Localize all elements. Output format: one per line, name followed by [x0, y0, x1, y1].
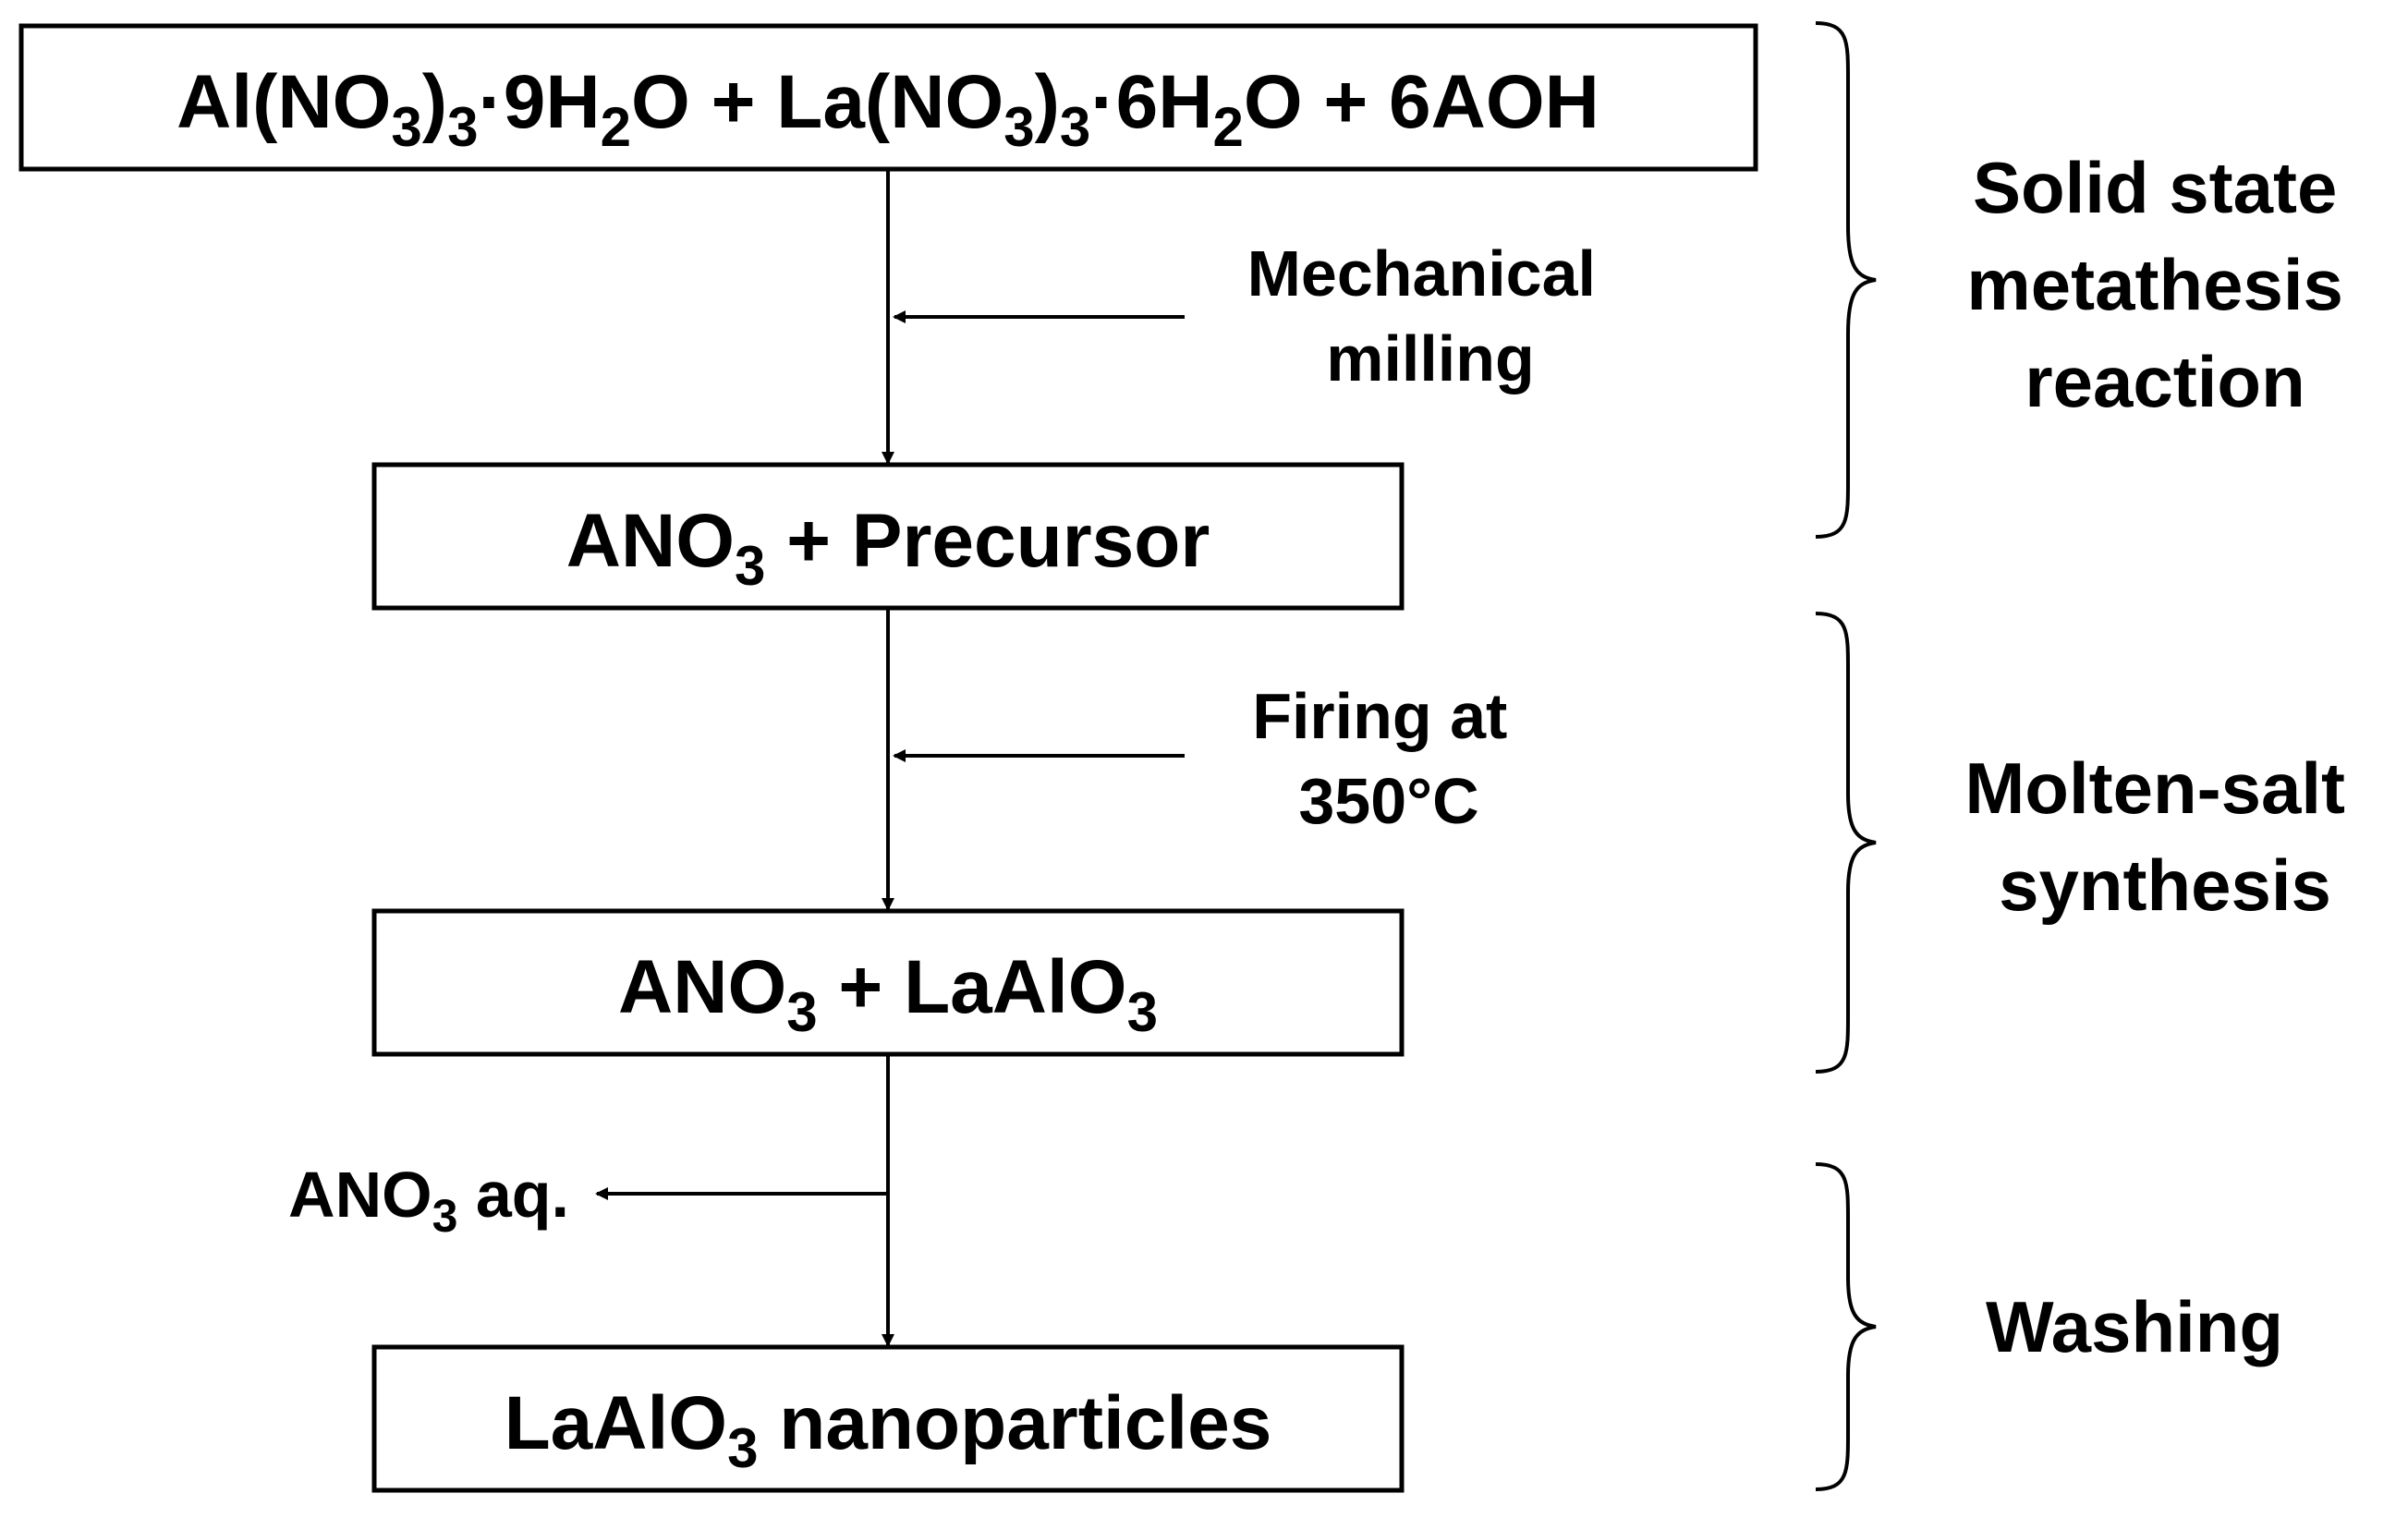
milling-step-label: Mechanical milling	[1247, 237, 1614, 395]
washing-brace	[1815, 1162, 1877, 1491]
product-box	[371, 1344, 1405, 1493]
metathesis-stage-label: Solid state metathesis reaction	[1966, 147, 2363, 422]
metathesis-brace	[1815, 21, 1877, 539]
washing-stage-label: Washing	[1986, 1286, 2283, 1367]
intermediate-precursor-formula: ANO3 + Precursor	[566, 499, 1210, 597]
product-formula: LaAlO3 nanoparticles	[505, 1381, 1272, 1479]
side-output-label: ANO3 aq.	[288, 1159, 569, 1242]
reactants-formula: Al(NO3)3·9H2O + La(NO3)3·6H2O + 6AOH	[176, 60, 1599, 158]
firing-step-label: Firing at 350°C	[1252, 680, 1526, 837]
molten-salt-stage-label: Molten-salt synthesis	[1964, 747, 2365, 926]
intermediate-laalo3-formula: ANO3 + LaAlO3	[618, 945, 1158, 1043]
molten-salt-brace	[1815, 612, 1877, 1074]
